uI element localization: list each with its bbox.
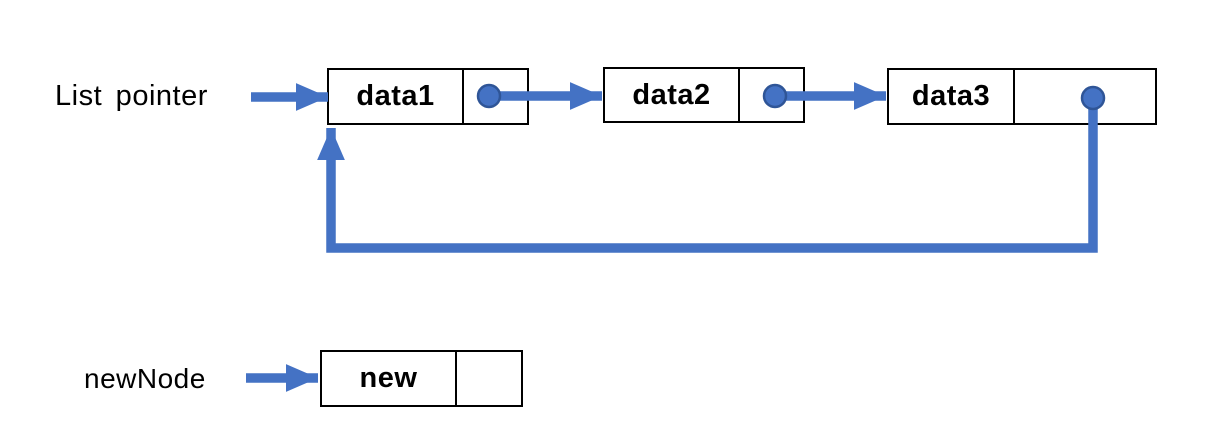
next-pointer-cell xyxy=(457,352,521,405)
node-data1-label: data1 xyxy=(356,80,435,112)
node-new: new xyxy=(320,350,523,407)
list-pointer-label-text: List pointer xyxy=(55,80,208,112)
node-data2: data2 xyxy=(603,67,805,123)
list-pointer-label: List pointer xyxy=(55,68,208,125)
data-cell: new xyxy=(322,352,457,405)
new-node-label: newNode xyxy=(84,350,206,407)
node-data2-label: data2 xyxy=(632,78,711,111)
node-data3: data3 xyxy=(887,68,1157,125)
data-cell: data2 xyxy=(605,69,740,121)
node-data1: data1 xyxy=(327,68,529,125)
data-cell: data3 xyxy=(889,70,1015,123)
node-new-label: new xyxy=(359,362,418,394)
next-pointer-cell xyxy=(464,70,527,123)
next-pointer-cell xyxy=(740,69,803,121)
node-data3-label: data3 xyxy=(911,80,991,112)
data-cell: data1 xyxy=(329,70,464,123)
next-pointer-cell xyxy=(1015,70,1155,123)
new-node-label-text: newNode xyxy=(84,362,206,394)
